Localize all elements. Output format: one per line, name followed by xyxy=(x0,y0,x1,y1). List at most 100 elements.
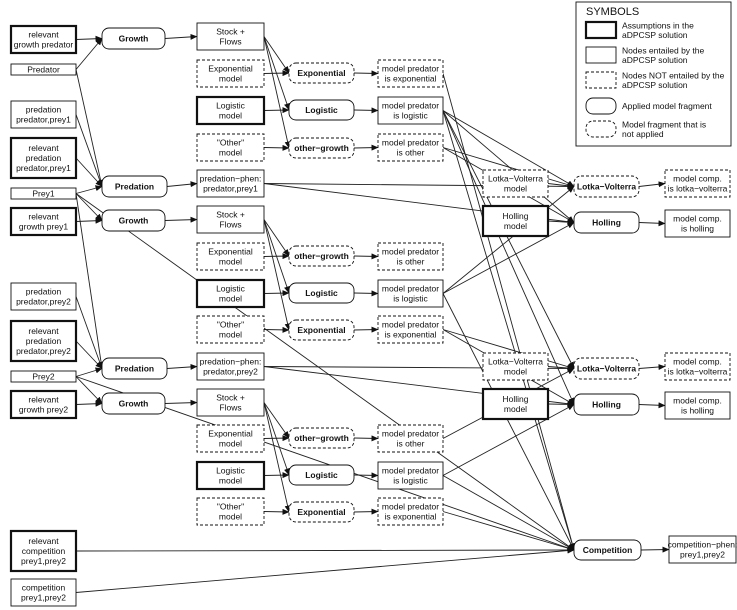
node-box xyxy=(288,282,355,304)
node-box xyxy=(196,133,265,162)
edge-growth-c-to-sf-c xyxy=(164,399,198,406)
node-box xyxy=(377,461,444,490)
node-box xyxy=(288,99,355,121)
node-sf-c: Stock +Flows xyxy=(196,388,265,417)
edge-growth-b-to-sf-b xyxy=(164,216,198,223)
node-box xyxy=(481,387,550,421)
node-label-line: Exponential xyxy=(297,507,345,517)
legend-swatch-thick xyxy=(584,20,618,40)
edge-rel-growth-prey2-to-growth-c xyxy=(75,400,103,407)
node-box xyxy=(482,169,549,198)
legend-swatch-solid xyxy=(585,46,617,64)
legend-label-line: Applied model fragment xyxy=(622,101,712,111)
node-label-line: model xyxy=(504,367,527,377)
node-mc-hol-2: model comp.is holling xyxy=(664,391,731,420)
node-box xyxy=(9,319,78,363)
node-box xyxy=(9,24,78,55)
node-label-line: model xyxy=(219,476,242,486)
node-box xyxy=(196,22,265,51)
node-label-line: model predator xyxy=(382,502,439,512)
node-label-line: is logistic xyxy=(393,111,428,121)
edge-log-model-a-to-f-log-a xyxy=(263,107,290,114)
node-f-exp-b: Exponential xyxy=(288,319,355,341)
node-label-line: is other xyxy=(397,439,425,449)
edge-log-model-c-to-f-log-c xyxy=(263,472,290,479)
edge-pred-pred-prey2-to-predation-2 xyxy=(75,296,103,369)
legend-label-line: not applied xyxy=(622,129,664,139)
node-prey1: Prey1 xyxy=(10,187,77,200)
node-box xyxy=(196,352,265,381)
node-label-line: model comp. xyxy=(673,214,722,224)
node-label-line: Stock + xyxy=(216,210,245,220)
node-predator: Predator xyxy=(10,63,77,76)
node-label-line: Logistic xyxy=(216,466,246,476)
node-box xyxy=(195,95,266,126)
node-label-line: Holling xyxy=(503,211,529,221)
node-label-line: model xyxy=(219,148,242,158)
edge-f-lv-2-to-mc-lv-2 xyxy=(638,364,666,370)
edge-predation-1-to-phen-1 xyxy=(166,181,198,188)
node-label-line: is holling xyxy=(681,224,714,234)
node-f-log-a: Logistic xyxy=(288,99,355,121)
node-f-lv-2: Lotka−Volterra xyxy=(573,357,640,380)
edge-growth-a-to-sf-a xyxy=(164,33,198,40)
node-box xyxy=(101,27,166,50)
node-box xyxy=(196,388,265,417)
node-label-line: Logistic xyxy=(216,101,246,111)
node-f-comp: Competition xyxy=(573,539,642,561)
edge-rel-pred-prey1-to-predation-1 xyxy=(75,157,103,187)
node-phen-2: predation−phen:predator,prey2 xyxy=(196,352,265,381)
node-oth-model-b: "Other"model xyxy=(196,315,265,344)
node-label-line: predation xyxy=(26,336,62,346)
node-box xyxy=(196,205,265,234)
node-label-line: prey1,prey2 xyxy=(21,556,66,566)
node-box xyxy=(573,393,640,416)
legend-label-line: Model fragment that is xyxy=(622,119,706,129)
node-f-oth-b: other−growth xyxy=(288,245,355,267)
node-oth-model-c: "Other"model xyxy=(196,497,265,526)
edge-mp-log-c-to-f-hol-2 xyxy=(442,404,575,476)
node-label-line: Holling xyxy=(592,218,621,228)
node-label-line: model predator xyxy=(382,138,439,148)
edge-predation-2-to-phen-2 xyxy=(166,363,198,370)
node-f-oth-a: other−growth xyxy=(288,137,355,159)
edge-prey1-to-predation-2 xyxy=(75,193,105,369)
node-box xyxy=(10,282,77,311)
node-predation-2: Predation xyxy=(101,357,168,380)
node-label-line: is exponential xyxy=(385,330,437,340)
node-label-line: model predator xyxy=(382,429,439,439)
node-box xyxy=(377,279,444,308)
node-box xyxy=(196,497,265,526)
node-box xyxy=(377,424,444,453)
node-f-hol-2: Holling xyxy=(573,393,640,416)
edge-exp-model-a-to-f-exp-a xyxy=(263,70,290,77)
node-box xyxy=(10,63,77,76)
legend-label-line: aDPCSP solution xyxy=(622,55,688,65)
node-label-line: predator,prey1 xyxy=(16,115,71,125)
node-label-line: model comp. xyxy=(673,174,722,184)
node-label-line: "Other" xyxy=(217,138,244,148)
edge-f-exp-c-to-mp-exp-c xyxy=(353,508,379,515)
node-label-line: Lotka−Volterra xyxy=(577,182,636,192)
node-label-line: prey1,prey2 xyxy=(680,550,725,560)
node-box xyxy=(288,245,355,267)
edge-f-oth-b-to-mp-oth-b xyxy=(353,253,379,260)
node-label-line: Stock + xyxy=(216,393,245,403)
node-label-line: Growth xyxy=(119,34,149,44)
node-box xyxy=(9,206,78,237)
node-label-line: relevant xyxy=(28,143,59,153)
node-label-line: relevant xyxy=(28,30,59,40)
node-label-line: predation xyxy=(26,287,62,297)
node-label-line: model predator xyxy=(382,247,439,257)
node-growth-a: Growth xyxy=(101,27,166,50)
